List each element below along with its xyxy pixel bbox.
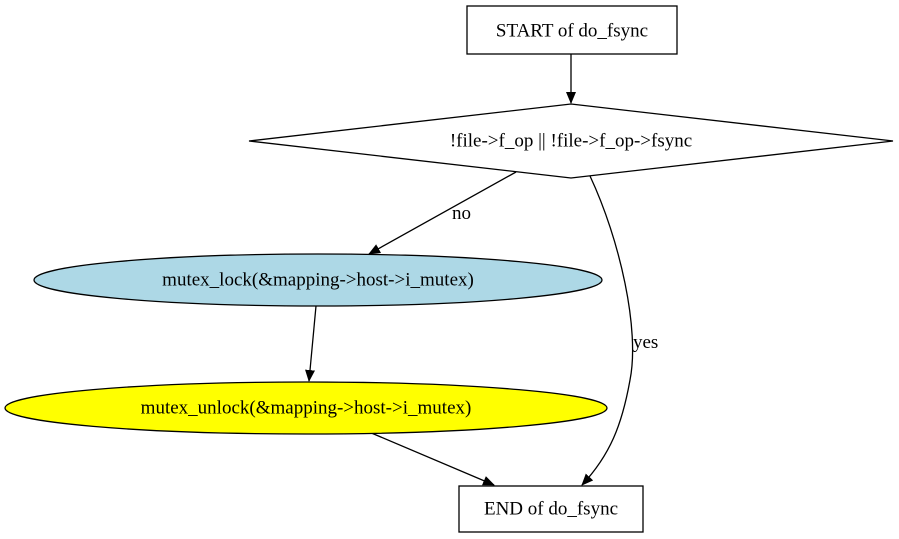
edge-label-no: no (452, 203, 471, 224)
node-unlock-ellipse (4, 381, 608, 435)
node-decision-diamond (248, 103, 894, 179)
node-unlock-label: mutex_unlock(&mapping->host->i_mutex) (141, 397, 472, 418)
node-end-box (458, 485, 644, 533)
edge-unlock-to-end (368, 431, 495, 486)
node-start-box (466, 5, 678, 55)
node-unlock: mutex_unlock(&mapping->host->i_mutex) (4, 381, 608, 435)
node-decision: !file->f_op || !file->f_op->fsync (248, 103, 894, 179)
edge-decision-to-end (581, 175, 634, 486)
node-end: END of do_fsync (458, 485, 644, 533)
node-lock-label: mutex_lock(&mapping->host->i_mutex) (162, 269, 474, 290)
edge-decision-to-lock (368, 171, 517, 255)
node-end-label: END of do_fsync (484, 498, 618, 519)
node-lock: mutex_lock(&mapping->host->i_mutex) (33, 253, 603, 307)
edge-lock-to-unlock (305, 305, 317, 382)
node-lock-ellipse (33, 253, 603, 307)
edge-label-yes: yes (633, 332, 658, 353)
node-decision-label: !file->f_op || !file->f_op->fsync (450, 130, 692, 151)
node-start: START of do_fsync (466, 5, 678, 55)
node-start-label: START of do_fsync (496, 20, 648, 41)
